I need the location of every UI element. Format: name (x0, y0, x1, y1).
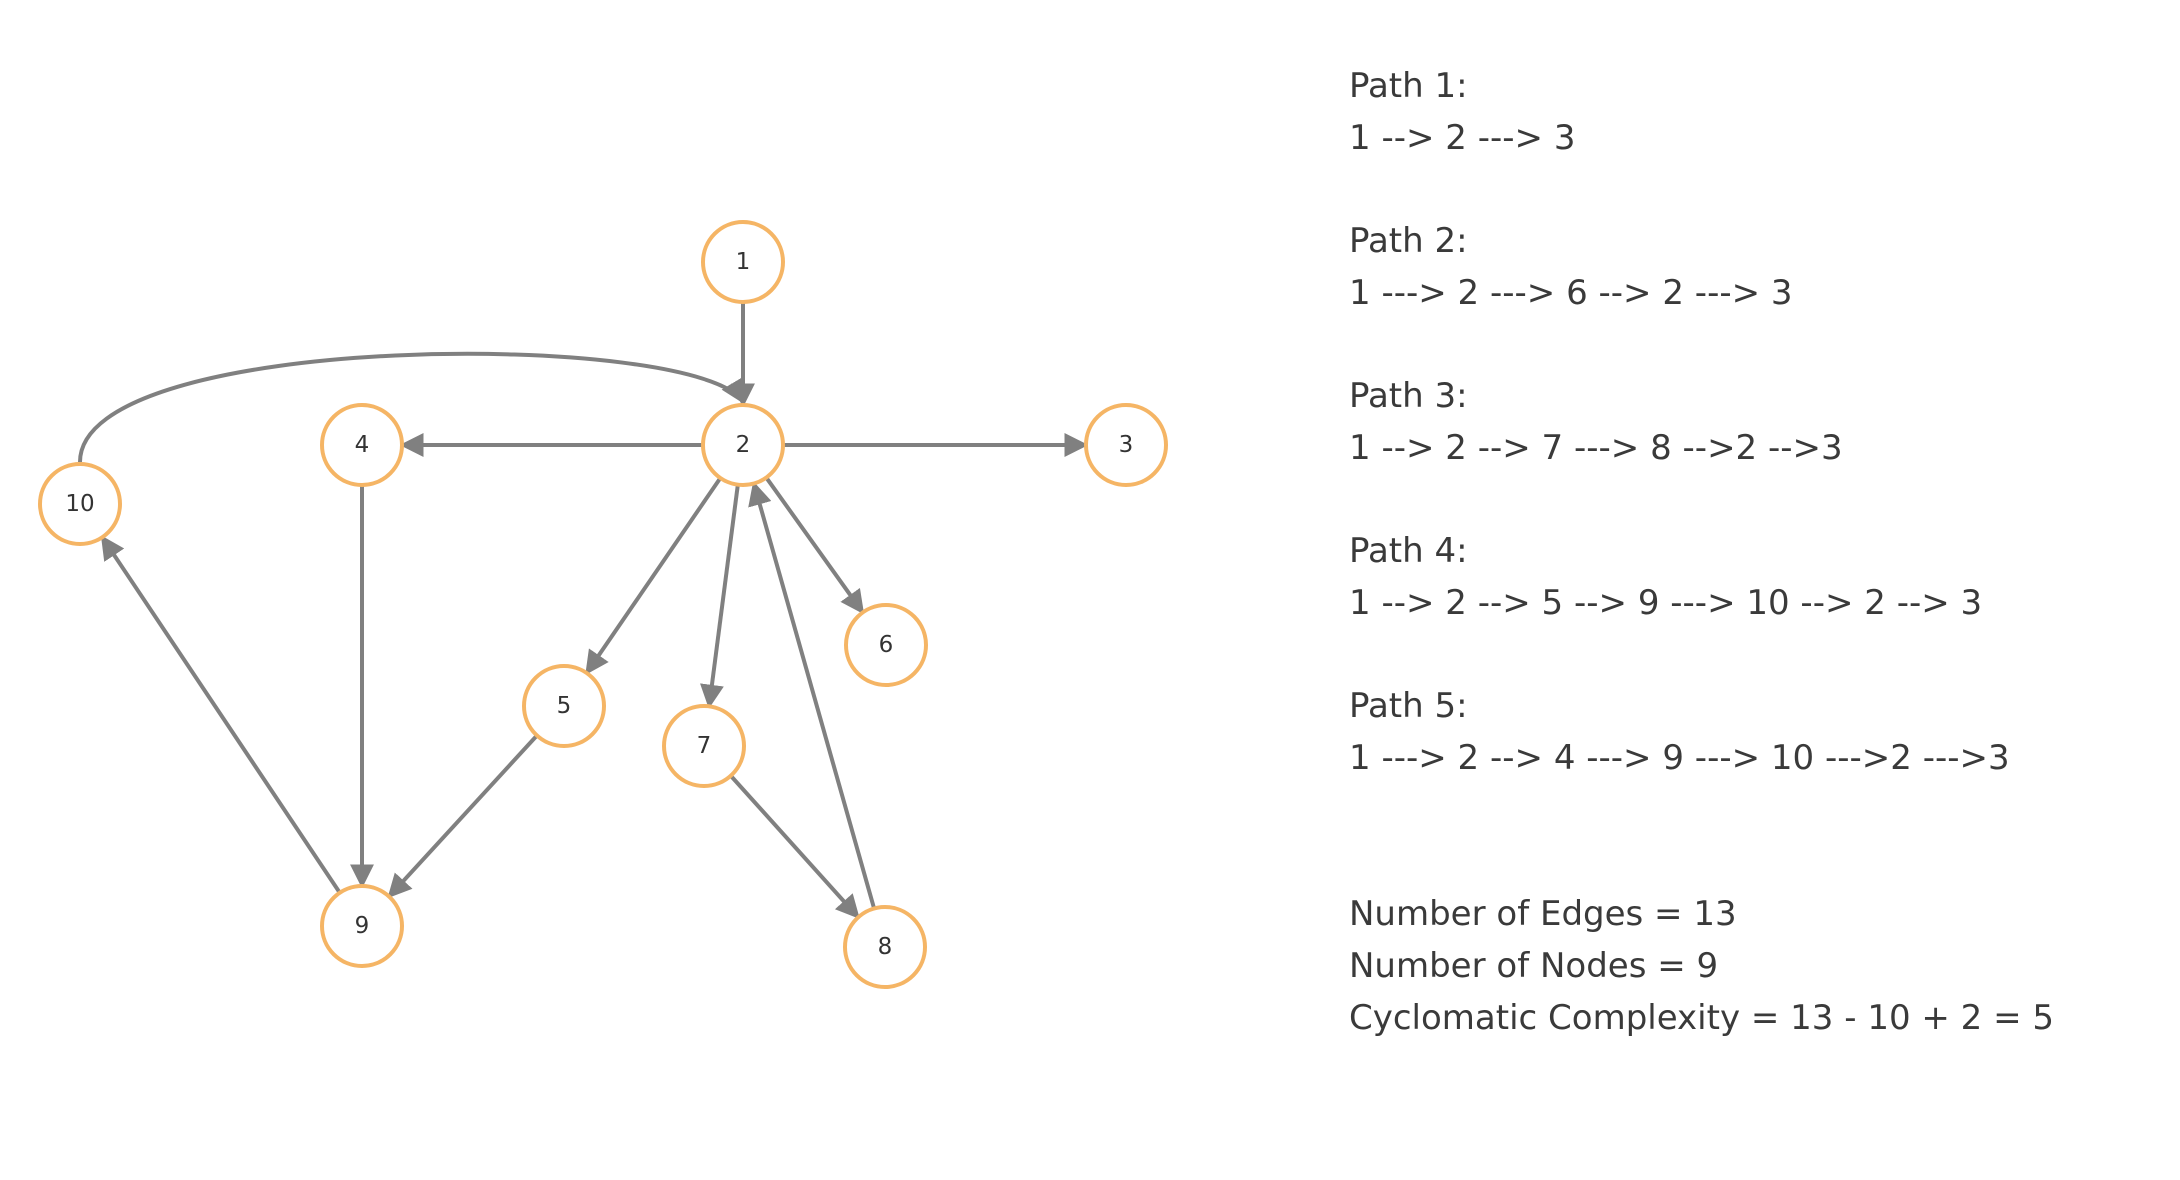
node-circle (843, 905, 927, 989)
edge-2-to-5 (584, 476, 723, 675)
node-5: 5 (522, 664, 606, 748)
node-count: Number of Nodes = 9 (1349, 946, 1719, 986)
path-title: Path 4: (1349, 531, 1468, 571)
node-label: 3 (1119, 432, 1134, 458)
node-label: 4 (355, 432, 370, 458)
node-label: 8 (878, 934, 893, 960)
node-circle (844, 603, 928, 687)
edge-5-to-9 (387, 734, 539, 899)
node-circle (701, 403, 785, 487)
edge-10-to-2 (78, 351, 745, 463)
path-sequence: 1 --> 2 --> 5 --> 9 ---> 10 --> 2 --> 3 (1349, 583, 1983, 623)
edge-2-to-7 (700, 484, 740, 709)
path-sequence: 1 --> 2 --> 7 ---> 8 -->2 -->3 (1349, 428, 1843, 468)
edge-7-to-8 (729, 774, 860, 920)
node-label: 5 (557, 693, 572, 719)
node-circle (522, 664, 606, 748)
node-circle (701, 220, 785, 304)
node-label: 7 (697, 733, 712, 759)
path-title: Path 3: (1349, 376, 1468, 416)
node-label: 10 (65, 491, 94, 517)
path-title: Path 5: (1349, 686, 1468, 726)
node-label: 6 (879, 632, 894, 658)
node-label: 2 (736, 432, 751, 458)
node-circle (662, 704, 746, 788)
node-10: 10 (38, 462, 122, 546)
node-1: 1 (701, 220, 785, 304)
path-sequence: 1 --> 2 ---> 3 (1349, 118, 1576, 158)
control-flow-graph: 1 2 3 4 5 6 7 8 9 10 (38, 220, 1168, 989)
path-title: Path 2: (1349, 221, 1468, 261)
path-title: Path 1: (1349, 66, 1468, 106)
node-7: 7 (662, 704, 746, 788)
edges (78, 302, 1089, 920)
node-circle (320, 403, 404, 487)
node-circle (38, 462, 122, 546)
edge-count: Number of Edges = 13 (1349, 894, 1737, 934)
nodes: 1 2 3 4 5 6 7 8 9 10 (38, 220, 1168, 989)
path-4-block: Path 4: 1 --> 2 --> 5 --> 9 ---> 10 --> … (1349, 525, 1982, 629)
path-2-block: Path 2: 1 ---> 2 ---> 6 --> 2 ---> 3 (1349, 215, 1793, 319)
node-8: 8 (843, 905, 927, 989)
node-circle (1084, 403, 1168, 487)
path-sequence: 1 ---> 2 ---> 6 --> 2 ---> 3 (1349, 273, 1793, 313)
path-1-block: Path 1: 1 --> 2 ---> 3 (1349, 60, 1575, 164)
node-3: 3 (1084, 403, 1168, 487)
cyclomatic-complexity: Cyclomatic Complexity = 13 - 10 + 2 = 5 (1349, 998, 2055, 1038)
path-5-block: Path 5: 1 ---> 2 --> 4 ---> 9 ---> 10 --… (1349, 680, 2010, 784)
node-9: 9 (320, 884, 404, 968)
edge-8-to-2 (748, 481, 877, 910)
node-circle (320, 884, 404, 968)
complexity-stats: Number of Edges = 13 Number of Nodes = 9… (1349, 888, 2054, 1044)
node-label: 1 (736, 249, 751, 275)
edge-2-to-6 (764, 476, 865, 615)
edge-9-to-10 (100, 535, 342, 894)
node-label: 9 (355, 913, 370, 939)
path-3-block: Path 3: 1 --> 2 --> 7 ---> 8 -->2 -->3 (1349, 370, 1843, 474)
node-6: 6 (844, 603, 928, 687)
path-sequence: 1 ---> 2 --> 4 ---> 9 ---> 10 --->2 --->… (1349, 738, 2010, 778)
node-4: 4 (320, 403, 404, 487)
node-2: 2 (701, 403, 785, 487)
